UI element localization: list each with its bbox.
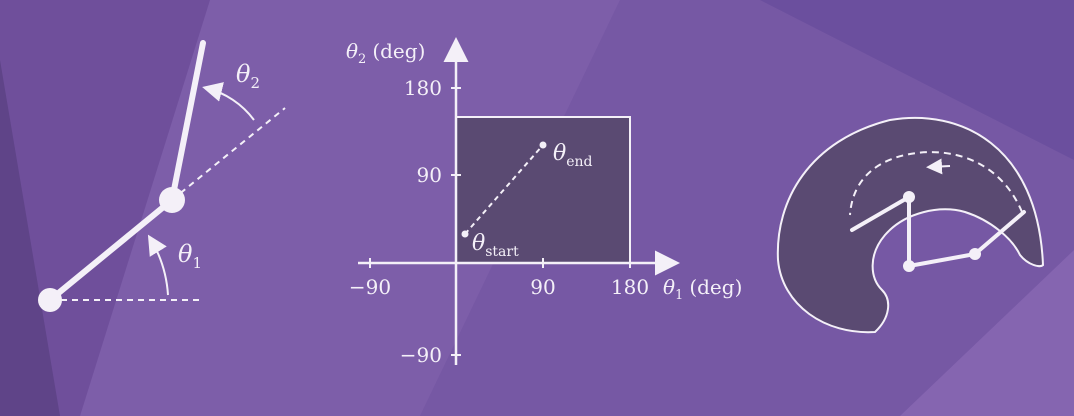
arc-direction-arrow-icon (926, 158, 951, 175)
workspace-region (776, 116, 1045, 334)
x-tick-label: 180 (611, 275, 649, 299)
workspace-dashed-arc (849, 151, 1023, 216)
x-tick-label: −90 (349, 275, 391, 299)
workspace-base-joint (903, 260, 915, 272)
y-tick-label: 90 (417, 163, 442, 187)
link-1 (47, 197, 175, 303)
trajectory-path (464, 144, 544, 235)
start-point (461, 230, 469, 238)
y-tick-label: −90 (400, 343, 442, 367)
workspace-elbow-joint (903, 191, 915, 203)
y-tick-label: 180 (404, 76, 442, 100)
elbow-joint (159, 187, 185, 213)
theta2-reference-line (171, 107, 286, 201)
two-link-arm: θ1 θ2 (38, 40, 286, 312)
start-label: θstart (472, 231, 519, 260)
feasible-region (455, 116, 631, 264)
link-2 (169, 40, 206, 203)
y-axis-label: θ2(deg) (346, 39, 425, 67)
x-axis-label: θ1(deg) (663, 275, 742, 303)
theta2-arc-arrow-icon (202, 82, 255, 121)
workspace-elbow-joint (969, 248, 981, 260)
theta2-label: θ2 (236, 60, 260, 92)
theta1-arc-arrow-icon (147, 234, 169, 296)
end-label: θend (553, 141, 593, 170)
end-point (539, 141, 547, 149)
configuration-space-plot: −90 90 180 180 90 −90 θ1(deg) θ2(deg) θs… (346, 37, 742, 367)
x-tick-label: 90 (530, 275, 555, 299)
reachable-workspace (776, 116, 1045, 334)
theta1-label: θ1 (178, 240, 202, 272)
base-joint (38, 288, 62, 312)
